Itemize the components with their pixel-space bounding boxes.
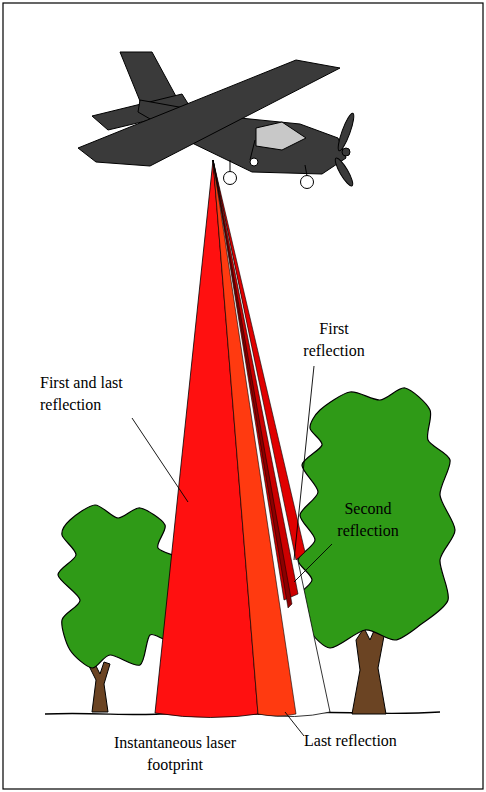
tree-trunk <box>352 626 386 714</box>
laser-last-return <box>213 160 296 716</box>
tree-trunk <box>88 662 110 712</box>
frame-border <box>3 3 483 789</box>
leader-line <box>294 366 314 560</box>
tree-canopy <box>295 388 455 648</box>
callout-label: First reflection <box>292 318 376 362</box>
laser-second-return <box>213 160 292 608</box>
leader-line <box>294 544 332 582</box>
callout-label: First and last reflection <box>40 372 165 416</box>
wheel <box>301 176 314 189</box>
laser-cone <box>213 160 330 717</box>
callout-label: Second reflection <box>322 498 414 542</box>
propeller-hub <box>342 148 350 156</box>
leader-lines <box>132 366 332 736</box>
callout-label: Instantaneous laser footprint <box>108 732 242 776</box>
laser-first-return <box>213 160 298 600</box>
airplane <box>78 52 357 189</box>
propeller-blade <box>333 156 356 188</box>
propeller-blade <box>335 112 356 152</box>
gear-leg <box>230 160 231 172</box>
wheel <box>224 172 237 185</box>
cockpit-window <box>256 122 306 150</box>
laser-first-return <box>213 160 305 560</box>
wheel <box>250 158 258 166</box>
wing <box>78 60 340 166</box>
gear-leg <box>305 165 307 176</box>
leader-line <box>132 418 188 502</box>
callout-label: Last reflection <box>304 730 444 752</box>
wing-strut <box>250 140 255 160</box>
leader-line <box>285 712 304 736</box>
